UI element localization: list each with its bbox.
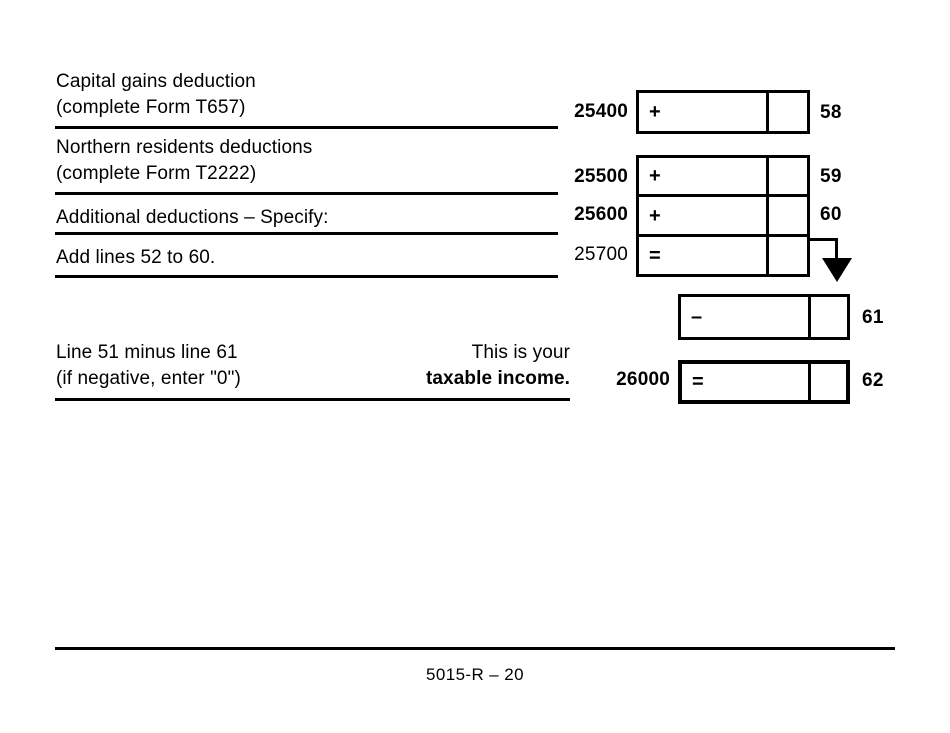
cents-divider-line-58 (766, 93, 769, 131)
cents-divider-line-60 (766, 197, 769, 234)
row-label-capital-gains-deduction-line2: (complete Form T657) (56, 97, 246, 118)
dollars-field-line-58[interactable] (639, 93, 766, 131)
cents-divider-line-61 (808, 297, 811, 337)
cents-field-line-61[interactable] (811, 297, 847, 337)
taxable-income-rule (55, 398, 570, 401)
cents-divider-line-25700 (766, 237, 769, 274)
line-number-59: 59 (820, 166, 842, 187)
amount-box-line-59[interactable]: + (636, 155, 810, 197)
line-number-60: 60 (820, 204, 842, 225)
row-rule-capital-gains-deduction (55, 126, 558, 129)
row-label-northern-residents-line2: (complete Form T2222) (56, 163, 257, 184)
row-rule-additional-deductions (55, 232, 558, 235)
amount-box-line-60[interactable]: + (636, 197, 810, 237)
operator-plus-line-58: + (649, 101, 661, 123)
operator-minus-line-61: – (691, 306, 703, 328)
row-rule-northern-residents (55, 192, 558, 195)
dollars-field-line-61[interactable] (681, 297, 808, 337)
operator-equals-line-62: = (692, 371, 704, 393)
operator-plus-line-59: + (649, 165, 661, 187)
dollars-field-line-60[interactable] (639, 197, 766, 234)
line-code-25400: 25400 (574, 101, 628, 122)
line-number-61: 61 (862, 307, 884, 328)
connector-vertical-segment (835, 238, 838, 264)
line-code-26000: 26000 (616, 369, 670, 390)
row-label-additional-deductions: Additional deductions – Specify: (56, 207, 329, 228)
footer-form-id: 5015-R – 20 (426, 665, 524, 684)
taxable-income-note-line2: taxable income. (425, 368, 570, 389)
amount-box-line-25700[interactable]: = (636, 237, 810, 277)
cents-field-line-59[interactable] (769, 158, 807, 194)
row-label-capital-gains-deduction-line1: Capital gains deduction (56, 71, 256, 92)
cents-field-line-58[interactable] (769, 93, 807, 131)
dollars-field-line-62[interactable] (682, 364, 808, 400)
cents-field-line-25700[interactable] (769, 237, 807, 274)
amount-box-line-58[interactable]: + (636, 90, 810, 134)
taxable-income-label-line1: Line 51 minus line 61 (56, 342, 238, 363)
amount-box-line-62[interactable]: = (678, 360, 850, 404)
line-number-62: 62 (862, 370, 884, 391)
cents-divider-line-62 (808, 364, 811, 400)
line-number-58: 58 (820, 102, 842, 123)
footer-rule (55, 647, 895, 650)
connector-horizontal-segment (810, 238, 838, 241)
taxable-income-note-line1: This is your (471, 342, 570, 363)
operator-equals-line-25700: = (649, 244, 661, 267)
cents-field-line-60[interactable] (769, 197, 807, 234)
cents-field-line-62[interactable] (811, 364, 846, 400)
row-label-add-lines-52-to-60: Add lines 52 to 60. (56, 247, 216, 268)
cents-divider-line-59 (766, 158, 769, 194)
row-label-northern-residents-line1: Northern residents deductions (56, 137, 313, 158)
operator-plus-line-60: + (649, 204, 661, 227)
amount-box-line-61[interactable]: – (678, 294, 850, 340)
taxable-income-label-line2: (if negative, enter "0") (56, 368, 241, 389)
connector-arrowhead-icon (822, 258, 852, 282)
dollars-field-line-59[interactable] (639, 158, 766, 194)
row-rule-add-lines-52-to-60 (55, 275, 558, 278)
line-code-25600: 25600 (574, 204, 628, 225)
dollars-field-line-25700[interactable] (639, 237, 766, 274)
line-code-25700: 25700 (574, 244, 628, 265)
line-code-25500: 25500 (574, 166, 628, 187)
